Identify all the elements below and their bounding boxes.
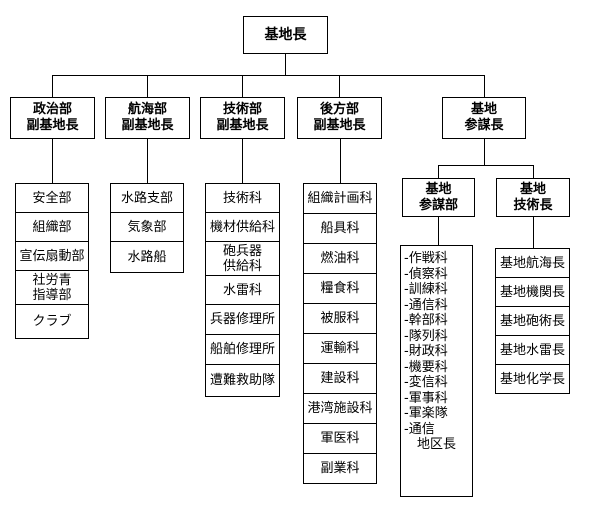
org-node: 基地機関長: [495, 277, 570, 307]
staff-section-item: -訓練科: [404, 282, 448, 297]
org-node: 基地化学長: [495, 364, 570, 394]
org-node: 機材供給科: [205, 212, 280, 242]
org-node: 安全部: [15, 183, 89, 213]
org-node: 宣伝扇動部: [15, 241, 89, 271]
connector-line: [438, 165, 439, 178]
org-node: 軍医科: [303, 423, 377, 454]
org-node: クラブ: [15, 304, 89, 339]
org-node: 砲兵器 供給科: [205, 241, 280, 276]
connector-line: [340, 139, 341, 183]
node-political-deputy: 政治部 副基地長: [10, 97, 95, 139]
org-node: 組織計画科: [303, 183, 377, 214]
org-node: 組織部: [15, 212, 89, 242]
org-node: 気象部: [110, 212, 184, 242]
connector-line: [438, 165, 534, 166]
node-navigation-deputy: 航海部 副基地長: [105, 97, 190, 139]
staff-section-item: -通信: [404, 421, 435, 437]
staff-section-item: -機要科: [404, 359, 448, 375]
org-node: 社労青 指導部: [15, 270, 89, 305]
technical-dept-list: 技術科 機材供給科 砲兵器 供給科 水雷科 兵器修理所 船舶修理所 遭難救助隊: [205, 183, 280, 397]
connector-line: [242, 139, 243, 183]
connector-line: [52, 75, 485, 76]
node-base-technical-chief: 基地 技術長: [496, 178, 570, 217]
connector-line: [339, 75, 340, 97]
connector-line: [242, 75, 243, 97]
org-node: 水路船: [110, 241, 184, 273]
org-node: 被服科: [303, 303, 377, 334]
connector-line: [285, 54, 286, 75]
staff-section-item: -偵察科: [404, 266, 448, 282]
connector-line: [484, 75, 485, 97]
node-logistics-deputy: 後方部 副基地長: [297, 97, 382, 139]
org-node: 兵器修理所: [205, 304, 280, 335]
org-node: 水雷科: [205, 275, 280, 305]
org-node: 基地水雷長: [495, 335, 570, 365]
staff-section-item: -隊列科: [404, 328, 448, 344]
org-node: 基地航海長: [495, 248, 570, 278]
connector-line: [52, 75, 53, 97]
org-node: 建設科: [303, 363, 377, 394]
staff-section-item: 地区長: [404, 437, 457, 452]
org-node: 糧食科: [303, 273, 377, 304]
org-node: 水路支部: [110, 183, 184, 213]
staff-section-item: -変信科: [404, 375, 448, 390]
staff-sections-list: -作戦科 -偵察科 -訓練科 -通信科 -幹部科 -隊列科 -財政科 -機要科 …: [400, 245, 473, 497]
node-base-staff-dept: 基地 参謀部: [402, 178, 475, 217]
org-node: 港湾施設科: [303, 393, 377, 424]
org-node: 船具科: [303, 213, 377, 244]
org-node: 副業科: [303, 453, 377, 484]
connector-line: [147, 139, 148, 183]
org-node: 技術科: [205, 183, 280, 213]
connector-line: [484, 139, 485, 165]
navigation-dept-list: 水路支部 気象部 水路船: [110, 183, 184, 273]
staff-section-item: -通信科: [404, 297, 448, 313]
staff-section-item: -軍楽隊: [404, 406, 448, 421]
connector-line: [52, 139, 53, 183]
political-dept-list: 安全部 組織部 宣伝扇動部 社労青 指導部 クラブ: [15, 183, 89, 339]
org-node: 燃油科: [303, 243, 377, 274]
logistics-dept-list: 組織計画科 船具科 燃油科 糧食科 被服科 運輸科 建設科 港湾施設科 軍医科 …: [303, 183, 377, 484]
tech-officer-list: 基地航海長 基地機関長 基地砲術長 基地水雷長 基地化学長: [495, 248, 570, 394]
staff-section-item: -幹部科: [404, 313, 448, 328]
org-node: 船舶修理所: [205, 334, 280, 365]
staff-section-item: -財政科: [404, 344, 448, 359]
org-node: 基地砲術長: [495, 306, 570, 336]
org-node: 遭難救助隊: [205, 364, 280, 397]
node-chief-of-staff: 基地 参謀長: [442, 97, 526, 139]
staff-section-item: -作戦科: [404, 251, 448, 266]
connector-line: [533, 217, 534, 248]
connector-line: [438, 217, 439, 245]
staff-section-item: -軍事科: [404, 390, 448, 406]
connector-line: [533, 165, 534, 178]
connector-line: [147, 75, 148, 97]
node-base-commander: 基地長: [243, 16, 328, 54]
node-technical-deputy: 技術部 副基地長: [200, 97, 285, 139]
org-node: 運輸科: [303, 333, 377, 364]
